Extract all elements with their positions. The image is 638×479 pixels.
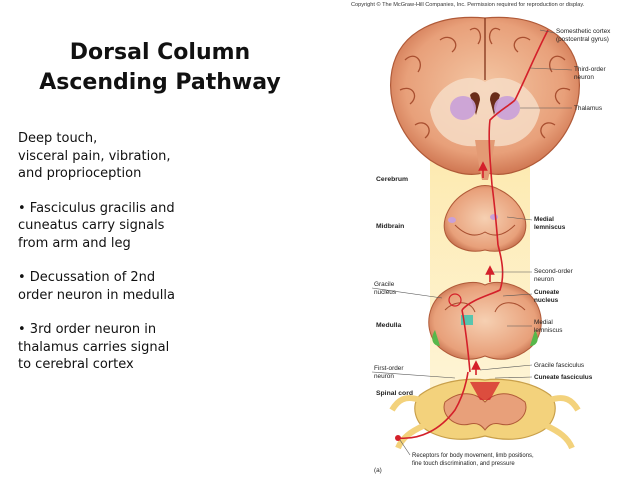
spinal-cord-section — [389, 378, 581, 450]
bullet-line: thalamus carries signal — [18, 339, 170, 355]
intro-paragraph: Deep touch, visceral pain, vibration, an… — [18, 130, 318, 183]
label-medial-lemniscus-bold-1: Medial — [534, 216, 554, 223]
thalamus-right — [494, 96, 520, 120]
label-spinal-cord: Spinal cord — [376, 390, 413, 397]
label-thalamus: Thalamus — [574, 105, 602, 112]
label-panel: (a) — [374, 467, 382, 474]
label-first-order-1: First-order — [374, 365, 404, 372]
label-medulla: Medulla — [376, 322, 402, 329]
label-gracile-2: nucleus — [374, 289, 396, 296]
intro-line: visceral pain, vibration, — [18, 148, 171, 164]
bullet-line: order neuron in medulla — [18, 287, 175, 303]
label-cuneate-2: nucleus — [534, 297, 559, 304]
bullet-line: • 3rd order neuron in — [18, 322, 157, 337]
intro-line: and proprioception — [18, 166, 142, 181]
label-second-order-2: neuron — [534, 276, 554, 283]
copyright-notice: Copyright © The McGraw-Hill Companies, I… — [351, 2, 585, 8]
leader-lines — [371, 29, 573, 456]
bullet-line: to cerebral cortex — [18, 357, 134, 372]
dorsal-column-diagram: Somesthetic cortex (postcentral gyrus) T… — [371, 16, 611, 474]
medulla-section — [428, 282, 542, 360]
thalamus-left — [450, 96, 476, 120]
bullet-decussation: • Decussation of 2nd order neuron in med… — [18, 269, 318, 304]
bullet-line: cuneatus carry signals — [18, 218, 165, 233]
bullet-third-order: • 3rd order neuron in thalamus carries s… — [18, 321, 318, 374]
cerebrum-section — [390, 16, 580, 180]
label-third-order-1: Third-order — [574, 66, 606, 73]
label-medial-lemniscus-1: Medial — [534, 319, 553, 326]
label-receptors-1: Receptors for body movement, limb positi… — [412, 453, 534, 459]
label-medial-lemniscus-bold-2: lemniscus — [534, 224, 566, 231]
slide-body: Deep touch, visceral pain, vibration, an… — [18, 130, 318, 391]
bullet-line: • Fasciculus gracilis and — [18, 200, 175, 216]
label-cerebrum: Cerebrum — [376, 176, 408, 183]
label-gracile-fasciculus: Gracile fasciculus — [534, 362, 584, 369]
label-third-order-2: neuron — [574, 74, 594, 81]
label-midbrain: Midbrain — [376, 223, 404, 230]
bullet-line: • Decussation of 2nd — [18, 270, 156, 285]
label-medial-lemniscus-2: lemniscus — [534, 327, 562, 334]
bullet-fasciculus: • Fasciculus gracilis and cuneatus carry… — [18, 200, 318, 253]
label-cuneate-fasciculus: Cuneate fasciculus — [534, 374, 593, 381]
bullet-line: from arm and leg — [18, 235, 131, 251]
label-cuneate-1: Cuneate — [534, 289, 560, 296]
label-somesthetic-2: (postcentral gyrus) — [556, 36, 609, 43]
slide-title-line-1: Dorsal Column — [69, 40, 251, 65]
label-gracile-1: Gracile — [374, 281, 395, 288]
slide-title-line-2: Ascending Pathway — [39, 70, 281, 95]
label-first-order-2: neuron — [374, 373, 394, 380]
label-receptors-2: fine touch discrimination, and pressure — [412, 461, 515, 467]
slide-title: Dorsal Column Ascending Pathway — [0, 38, 320, 98]
label-somesthetic-1: Somesthetic cortex — [556, 28, 611, 35]
pathway-tracts — [395, 29, 549, 441]
intro-line: Deep touch, — [18, 131, 98, 146]
label-second-order-1: Second-order — [534, 268, 574, 275]
